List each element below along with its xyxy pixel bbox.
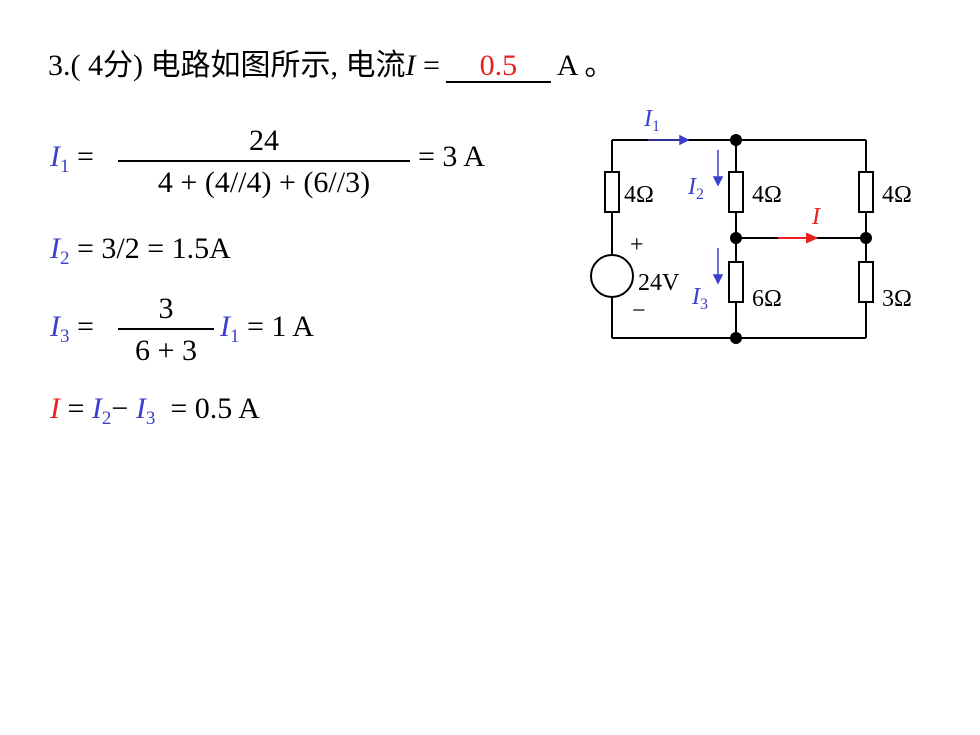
- i3-label: I3: [691, 284, 708, 313]
- eq4-a: I: [91, 392, 102, 425]
- eq3-fraction-bar: [118, 328, 214, 330]
- answer-blank: 0.5: [445, 51, 551, 83]
- node-top-mid: [730, 134, 742, 146]
- source-plus: +: [630, 232, 644, 258]
- i2-arrowhead: [712, 176, 724, 187]
- eq3-sub: 3: [60, 326, 70, 347]
- i-arrowhead: [806, 232, 819, 244]
- resistor-left-top: [604, 171, 620, 213]
- eq4-result: = 0.5 A: [170, 392, 260, 425]
- node-center: [730, 232, 742, 244]
- eq4-eq: =: [67, 392, 85, 425]
- r-right-top-label: 4Ω: [882, 182, 912, 208]
- eq3-mul-sub: 1: [230, 326, 240, 347]
- eq4-b-sub: 3: [145, 408, 156, 429]
- eq1-numerator: 24: [249, 124, 279, 157]
- eq1-var: I: [50, 140, 60, 173]
- i2-label: I2: [687, 174, 704, 203]
- eq2-var: I: [50, 232, 60, 265]
- eq3-result: = 1 A: [247, 310, 314, 343]
- source-minus: −: [632, 298, 646, 324]
- eq4: I = I2− I3 = 0.5 A: [50, 392, 260, 430]
- eq1-result: = 3 A: [418, 140, 485, 173]
- eq4-a-sub: 2: [101, 408, 112, 429]
- eq2-text: = 3/2 = 1.5A: [77, 232, 231, 265]
- node-right: [860, 232, 872, 244]
- resistor-right-bottom: [858, 261, 874, 303]
- eq3-eq: =: [77, 310, 94, 343]
- i1-arrowhead: [679, 134, 690, 146]
- eq3-lhs: I3 =: [50, 310, 94, 348]
- i-label: I: [811, 204, 821, 230]
- question-unit: A 。: [556, 49, 615, 82]
- i3-arrowhead: [712, 274, 724, 285]
- question-text: 电路如图所示, 电流: [143, 49, 406, 82]
- eq2-sub: 2: [60, 248, 70, 269]
- eq1-denominator: 4 + (4//4) + (6//3): [157, 166, 371, 199]
- resistor-mid-bottom: [728, 261, 744, 303]
- question-number: 3.(: [48, 49, 81, 82]
- eq3-numerator: 3: [158, 292, 174, 325]
- eq3-mul-var: I: [220, 310, 230, 343]
- question-var: I: [405, 49, 416, 82]
- eq2: I2 = 3/2 = 1.5A: [50, 232, 231, 270]
- question-points: 4分): [80, 49, 143, 82]
- eq1-sub: 1: [60, 156, 70, 177]
- eq1-fraction-bar: [118, 160, 410, 162]
- eq1-eq: =: [77, 140, 94, 173]
- eq3-var: I: [50, 310, 60, 343]
- r-mid-top-label: 4Ω: [752, 182, 782, 208]
- i1-label: I1: [643, 106, 660, 135]
- resistor-right-top: [858, 171, 874, 213]
- r-right-bottom-label: 3Ω: [882, 286, 912, 312]
- eq3-rhs: I1 = 1 A: [220, 310, 314, 348]
- r-left-top-label: 4Ω: [624, 182, 654, 208]
- eq4-b: I: [135, 392, 146, 425]
- eq4-minus: −: [111, 392, 129, 425]
- node-bottom-mid: [730, 332, 742, 344]
- source-label: 24V: [638, 270, 680, 296]
- eq1-lhs: I1 =: [50, 140, 94, 178]
- eq4-var: I: [50, 392, 60, 425]
- r-mid-bottom-label: 6Ω: [752, 286, 782, 312]
- eq3-denominator: 6 + 3: [135, 334, 197, 367]
- resistor-mid-top: [728, 171, 744, 213]
- voltage-source: [590, 254, 634, 298]
- question-eq: =: [415, 49, 440, 82]
